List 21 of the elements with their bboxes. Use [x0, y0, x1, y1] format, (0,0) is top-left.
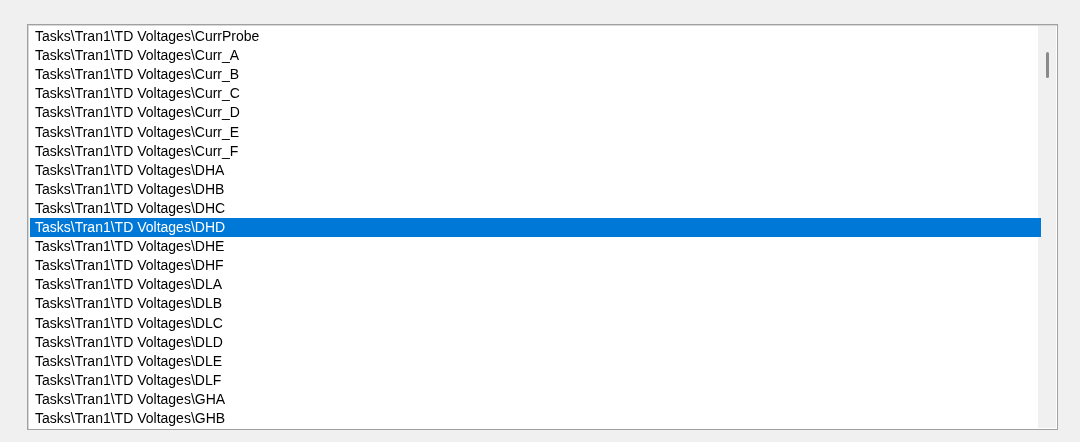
list-item: Tasks\Tran1\TD Voltages\GHA — [34, 389, 227, 409]
selected-list-item: Tasks\Tran1\TD Voltages\DHD — [30, 218, 1041, 237]
list-item: Tasks\Tran1\TD Voltages\DHA — [34, 160, 226, 180]
list-item: Tasks\Tran1\TD Voltages\Curr_C — [34, 84, 241, 104]
list-item: Tasks\Tran1\TD Voltages\Curr_D — [34, 103, 241, 123]
list-item: Tasks\Tran1\TD Voltages\DHE — [34, 237, 226, 257]
list-item: Tasks\Tran1\TD Voltages\DLD — [34, 332, 224, 352]
list-item: Tasks\Tran1\TD Voltages\Curr_A — [34, 46, 241, 66]
list-item: Tasks\Tran1\TD Voltages\DLF — [34, 370, 223, 390]
list-item: Tasks\Tran1\TD Voltages\Curr_B — [34, 65, 241, 85]
list-item: Tasks\Tran1\TD Voltages\Curr_E — [34, 122, 241, 142]
list-item: Tasks\Tran1\TD Voltages\DLE — [34, 351, 223, 371]
list-item: Tasks\Tran1\TD Voltages\DHC — [34, 198, 227, 218]
list-item: Tasks\Tran1\TD Voltages\DLC — [34, 313, 224, 333]
list-item: Tasks\Tran1\TD Voltages\CurrProbe — [34, 27, 261, 46]
list-item: Tasks\Tran1\TD Voltages\Curr_F — [34, 141, 240, 161]
list-item: Tasks\Tran1\TD Voltages\DHF — [34, 256, 225, 276]
list-item: Tasks\Tran1\TD Voltages\DLB — [34, 294, 223, 314]
list-item: Tasks\Tran1\TD Voltages\GHB — [34, 409, 227, 428]
list-item: Tasks\Tran1\TD Voltages\DHB — [34, 179, 226, 199]
list-item: Tasks\Tran1\TD Voltages\DLA — [34, 275, 223, 295]
